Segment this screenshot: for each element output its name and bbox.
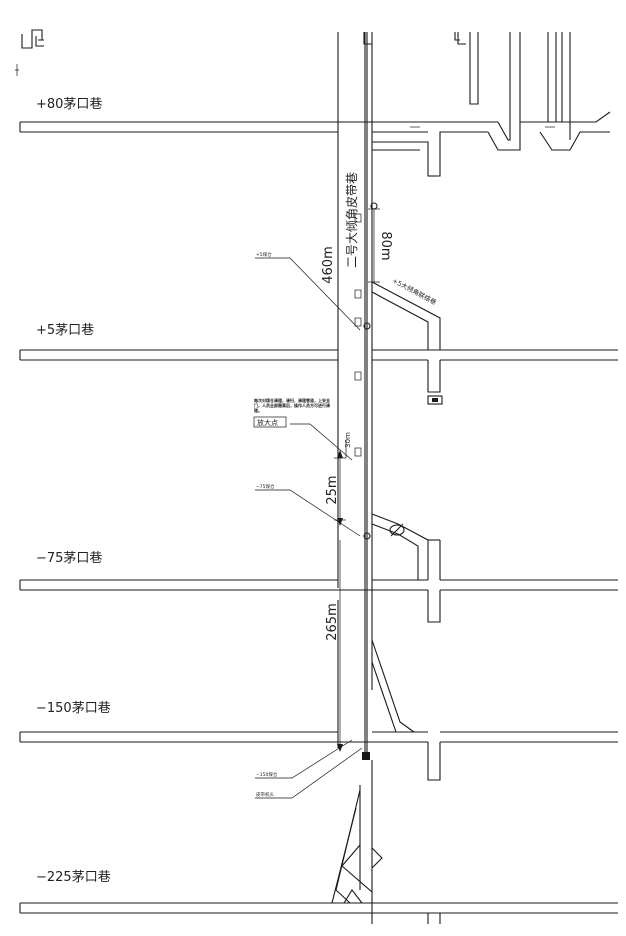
- level-m150-roadway: [19, 731, 618, 743]
- dim-265m: 265m: [325, 603, 340, 640]
- shaft-label: 二号大倾角皮带巷: [345, 172, 359, 268]
- branch-label: +5大倾角联络巷: [391, 276, 439, 307]
- leader-lines: [253, 257, 363, 799]
- level-m75-roadway: [19, 579, 618, 591]
- level-5-roadway: [19, 349, 618, 361]
- main-shaft: [337, 32, 373, 924]
- corner-fragment: [15, 29, 44, 76]
- level-m225-roadway: [19, 902, 618, 914]
- level-label-plus80: +80茅口巷: [36, 97, 102, 112]
- callout-belt-head: 皮带机头: [256, 791, 274, 798]
- m75-branch: [371, 513, 441, 623]
- callout-minus75-bin: −75煤仓: [256, 483, 275, 490]
- dim-25m: 25m: [325, 475, 340, 504]
- callout-note: 每次对煤仓清理，清扫、清理巷道，上安全门，人员全部撤离后，操作人员方可进行清理。: [254, 398, 330, 413]
- callout-note-box: 每次对煤仓清理，清扫、清理巷道，上安全门，人员全部撤离后，操作人员方可进行清理。: [254, 398, 330, 413]
- callout-plus5-bin: +5煤仓: [256, 251, 272, 258]
- shaft-markers: [354, 202, 378, 760]
- m150-branch: [371, 639, 441, 781]
- level-80-branches: [372, 32, 611, 177]
- level-label-minus150: −150茅口巷: [36, 701, 111, 716]
- callout-minus150-bin: −150煤仓: [256, 771, 278, 778]
- level-label-minus75: −75茅口巷: [36, 551, 102, 566]
- dim-460m: 460m: [321, 246, 336, 283]
- plus5-connecting-roadway: [371, 281, 443, 405]
- level-label-plus5: +5茅口巷: [36, 323, 94, 338]
- level-80-roadway: [19, 121, 498, 133]
- m225-ramps: [331, 789, 441, 924]
- dim-80m: 80m: [378, 231, 393, 260]
- callout-enlarged-point: 放大点: [257, 418, 278, 427]
- dim-30m: 30m: [344, 432, 352, 448]
- level-label-minus225: −225茅口巷: [36, 870, 111, 885]
- dimension-lines: [334, 208, 380, 752]
